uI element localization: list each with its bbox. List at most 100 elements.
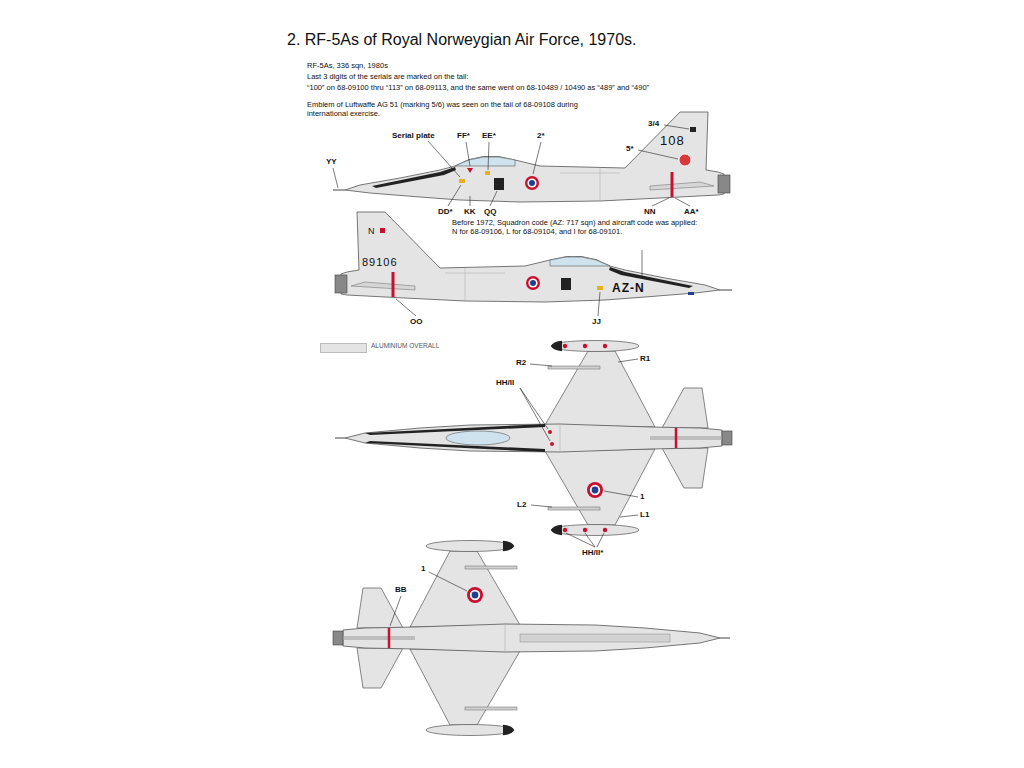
bottom-view [333,541,730,736]
drawing-part [390,596,401,626]
drawing-part [459,179,465,183]
drawing-part [520,388,550,441]
drawing-part [550,442,554,446]
drawing-part [472,592,479,599]
drawing-part [520,388,548,429]
callout: HH/II [496,378,514,388]
tail-letter: N [368,226,375,237]
drawing-part [603,528,607,532]
callout: NN [644,207,656,217]
drawing-part [333,541,730,736]
drawing-part [467,168,473,173]
drawing-part [490,191,497,206]
drawing-part [335,212,732,302]
color-swatch [320,343,367,353]
drawing-part [566,533,595,547]
drawing-part [548,430,552,434]
drawing-part [525,176,539,190]
callout: R1 [640,354,650,364]
drawing-part [597,533,604,547]
drawing-part [675,198,690,206]
drawing-part [380,228,385,233]
note: Before 1972, Squadron code (AZ: 717 sqn)… [452,218,702,237]
drawing-part [528,278,537,287]
note: Last 3 digits of the serials are marked … [307,72,468,81]
leader-lines [333,125,690,626]
callout: QQ [484,207,496,217]
callout: 5* [626,144,634,154]
callout: KK [464,207,476,217]
drawing-part [333,168,338,188]
callout: L1 [640,510,649,520]
drawing-part [664,125,689,129]
drawing-part [530,280,536,286]
callout: DD* [438,207,453,217]
drawing-part [396,299,416,316]
callout: 3/4 [648,119,659,129]
top-view [335,341,732,536]
callout: OO [410,317,422,327]
drawing-part [448,185,461,206]
drawing-part [583,344,587,348]
drawing-part [688,292,694,295]
drawing-part [671,172,674,197]
drawing-part [587,482,603,498]
tail-number: 108 [660,133,685,149]
drawing-part [652,198,669,206]
drawing-part [527,178,536,187]
drawing-part [446,431,510,445]
drawing-part [598,292,600,316]
drawing-part [583,528,587,532]
drawing-part [428,141,460,177]
drawing-part [470,590,480,600]
drawing-part [592,487,599,494]
drawing-part [494,178,504,190]
drawing-part [585,533,595,547]
drawing-part [533,142,541,174]
callout: JJ [592,317,601,327]
drawing-part [590,485,600,495]
drawing-part [531,505,552,507]
drawing-part [597,286,603,290]
drawing-part [529,180,535,186]
drawing-part [563,528,567,532]
callout: HH/II* [582,548,603,558]
drawing-part [618,359,638,362]
callout: FF* [457,131,470,141]
drawing-part [488,142,489,170]
drawing-part [470,196,471,206]
legend-text: ALUMINIUM OVERALL [371,342,439,350]
drawing-part [466,142,470,166]
sheet-title: 2. RF-5As of Royal Norweygian Air Force,… [287,30,636,50]
drawing-part [620,515,638,517]
drawing-part [526,276,540,290]
callout: 1 [640,492,644,502]
drawing-part [690,127,696,132]
note: Emblem of Luftwaffe AG 51 (marking 5/6) … [307,100,617,119]
callout: Serial plate [392,131,435,141]
tail-serial: 89106 [362,256,398,270]
note: RF-5As, 336 sqn, 1980s [307,61,388,70]
drawing-part [603,344,607,348]
callout: 1 [421,564,425,574]
drawing-part [679,154,691,166]
callout: BB [395,585,407,595]
drawing-part [429,572,467,591]
side-view [335,212,732,302]
callout: AA* [684,207,699,217]
drawing-part [561,278,571,290]
drawing-part [530,364,552,366]
drawing-part [604,491,638,497]
drawing-part [467,587,483,603]
drawing-part [642,250,643,278]
callout: 2* [537,131,545,141]
callout: YY [326,157,337,167]
drawing-part [485,171,490,175]
drawing-part [563,344,567,348]
drawing-part [520,634,670,642]
side-view [333,112,730,202]
callout: L2 [517,500,526,510]
callout: R2 [516,358,526,368]
callout: EE* [482,131,496,141]
